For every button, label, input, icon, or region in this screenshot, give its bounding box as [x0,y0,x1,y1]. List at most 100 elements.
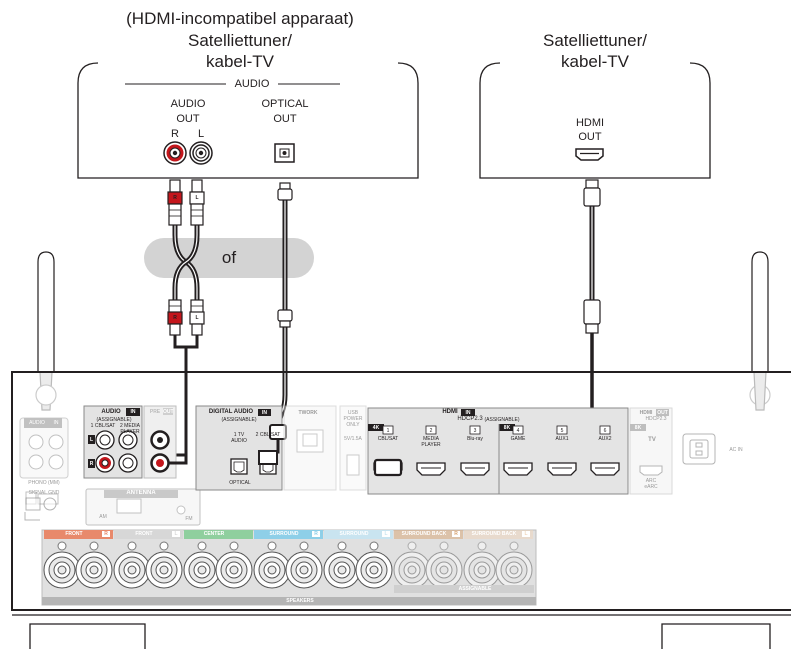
speaker-group-badge: L [172,531,180,537]
network-panel [283,405,337,491]
audio-out-label-line2: OUT [176,113,200,125]
hdmi-out-arc-line1: ARC [645,478,657,484]
alternative-label: of [221,248,237,267]
assignable-bar [394,585,534,593]
digital-audio-badge: IN [262,410,267,416]
hdmi-in-port-label: AUX1 [555,436,569,442]
rca-plug-red-bottom-icon [167,299,183,336]
signal-gnd-label: SIGNAL GND [28,490,60,496]
usb-panel [339,405,367,491]
antenna-right-icon [749,251,771,411]
channel-r-label: R [171,128,179,140]
hdmi-in-port-2-icon [416,425,446,476]
hdmi-in-port-label: CBL/SAT [377,436,399,442]
hdmi-in-panel [367,407,629,495]
audio-in-title: AUDIO [101,409,121,415]
speaker-group-label: CENTER [203,531,225,537]
hdmi-in-port-number: 4 [516,428,520,434]
audio-out-label-line1: AUDIO [170,98,206,110]
digital-audio-sub: (ASSIGNABLE) [221,417,257,423]
left-block-title: AUDIO [29,420,45,426]
antenna-fm: FM [185,516,193,522]
digital-audio-c1-line1: 1 TV [233,432,245,438]
left-device-box [77,62,419,179]
rca-jack-red-icon [163,141,187,165]
speaker-terminals [41,529,537,606]
optical-out-label-line2: OUT [273,113,297,125]
hdmi-in-port-label-line2: PLAYER [421,442,441,448]
audio-in-col1: 1 CBL/SAT [90,423,116,429]
speaker-group-badge: R [452,531,460,537]
usb-label-line3: ONLY [346,422,360,428]
rca-cable-white [172,225,200,300]
audio-in-badge: IN [130,409,136,415]
hdmi-out-label-line2: OUT [578,131,602,143]
speaker-group-badge: L [522,531,530,537]
audio-in-ch-l: L [89,437,94,443]
hdmi-in-hdcp: HDCP2.3 [457,416,483,422]
hdmi-in-port-number: 6 [603,428,607,434]
receiver-chassis [11,371,791,611]
speaker-group-badge: R [102,531,110,537]
digital-audio-panel [195,405,283,491]
hdmi-out-badge: OUT [657,410,668,416]
hdmi-in-port-number: 2 [429,428,433,434]
right-device-title-line2: kabel-TV [560,52,630,71]
hdmi-out-label-line1: HDMI [575,117,605,129]
receiver-feet [29,623,771,649]
hdmi-in-badge: IN [465,410,471,416]
hdmi-in-port-6-icon [590,425,620,476]
ac-inlet-icon [682,433,716,465]
hdmi-in-port-label: MEDIA [423,436,439,442]
speaker-group-7 [463,530,533,589]
speaker-group-badge: R [312,531,320,537]
audio-in-ch-r: R [89,461,94,467]
speaker-group-1 [43,530,113,589]
speaker-group-label: SURROUND BACK [401,531,447,537]
digital-audio-c1-line2: AUDIO [231,438,247,444]
pre-out-title: PRE [149,409,161,415]
hdmi-in-tag-4k: 4K [372,425,380,431]
speakers-footer-bar [42,597,536,605]
usb-spec: 5V/1.5A [344,436,362,442]
hdmi-out-hdcp: HDCP2.3 [645,416,667,422]
left-device-title-line2: kabel-TV [205,52,275,71]
usb-label-line2: POWER [343,416,363,422]
digital-audio-title: DIGITAL AUDIO [208,409,254,415]
alternative-pill [144,238,314,278]
audio-group-label: AUDIO [234,78,270,90]
speaker-group-5 [323,530,393,589]
antenna-am: AM [99,514,107,520]
hdmi-in-port-label: GAME [510,436,526,442]
left-device-note: (HDMI-incompatibel apparaat) [126,9,354,28]
right-device-box [479,62,711,179]
hdmi-in-port-label: AUX2 [598,436,612,442]
speakers-footer: SPEAKERS [286,598,314,604]
hdmi-out-jack-icon [575,148,604,161]
hdmi-in-port-5-icon [547,425,577,476]
pre-out-badge: OUT [163,409,174,415]
speaker-group-label: FRONT [65,531,83,537]
antenna-title: ANTENNA [126,490,156,496]
optical-plug-middle-icon [277,309,293,328]
hdmi-plug-bottom-icon [583,299,601,334]
hdmi-in-port-label: Blu-ray [467,436,483,442]
speaker-group-label: SURROUND [339,531,369,537]
rca-plug-white-bottom-icon [189,299,205,336]
speaker-group-6 [393,530,463,589]
speaker-group-label: SURROUND [269,531,299,537]
optical-out-label-line1: OPTICAL [261,98,309,110]
hdmi-in-sub: (ASSIGNABLE) [484,417,520,423]
optical-plug-top-icon [277,182,293,201]
left-block-badge: IN [53,420,59,426]
antenna-left-icon [35,251,57,411]
hdmi-in-ports [373,425,620,477]
speakers-assignable: ASSIGNABLE [458,586,492,592]
plug-letter-r-top: R [173,195,177,201]
hdmi-out-arc-line2: eARC [644,484,658,490]
antenna-panel [85,488,201,526]
hdmi-in-port-number: 3 [473,428,477,434]
right-device-title-line1: Satelliettuner/ [543,31,647,50]
rca-cable-white-to-receiver [186,335,199,349]
